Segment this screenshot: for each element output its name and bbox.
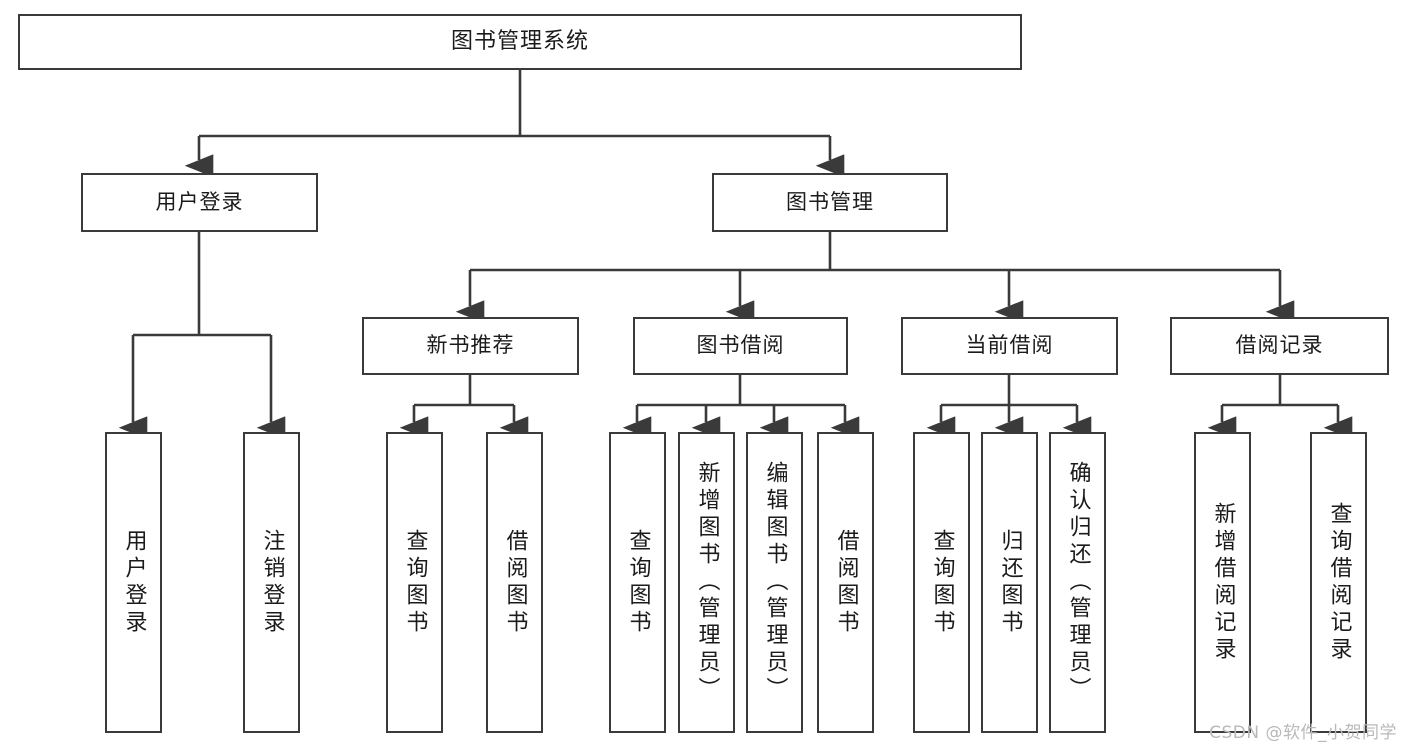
leaf-query-borrow-record-label: 查询借阅记录 (1326, 501, 1352, 664)
leaf-user-login-label: 用户登录 (121, 528, 147, 637)
leaf-borrow-book-recommend-label: 借阅图书 (502, 528, 528, 637)
node-book-borrow-label: 图书借阅 (696, 333, 785, 358)
node-user-login-label: 用户登录 (155, 189, 244, 214)
leaf-query-borrow-record[interactable]: 查询借阅记录 (1310, 432, 1367, 733)
leaf-logout-label: 注销登录 (259, 528, 285, 637)
leaf-return-book[interactable]: 归还图书 (981, 432, 1038, 733)
leaf-confirm-return-admin-label: 确认归还（管理员） (1065, 461, 1091, 704)
node-new-book-recommend-label: 新书推荐 (426, 333, 515, 358)
leaf-borrow-book-label: 借阅图书 (833, 528, 859, 637)
leaf-confirm-return-admin[interactable]: 确认归还（管理员） (1049, 432, 1106, 733)
leaf-return-book-label: 归还图书 (997, 528, 1023, 637)
leaf-borrow-book-recommend[interactable]: 借阅图书 (486, 432, 543, 733)
leaf-logout[interactable]: 注销登录 (243, 432, 300, 733)
node-book-management-label: 图书管理 (786, 189, 874, 214)
node-book-management[interactable]: 图书管理 (712, 173, 948, 232)
node-new-book-recommend[interactable]: 新书推荐 (362, 317, 579, 375)
leaf-query-book-borrow-label: 查询图书 (625, 528, 651, 637)
leaf-user-login[interactable]: 用户登录 (105, 432, 162, 733)
node-root-label: 图书管理系统 (450, 28, 589, 54)
leaf-add-book-admin[interactable]: 新增图书（管理员） (678, 432, 735, 733)
node-user-login[interactable]: 用户登录 (81, 173, 318, 232)
leaf-query-book-recommend-label: 查询图书 (402, 528, 428, 637)
node-book-borrow[interactable]: 图书借阅 (633, 317, 848, 375)
node-current-borrow[interactable]: 当前借阅 (901, 317, 1118, 375)
leaf-add-borrow-record[interactable]: 新增借阅记录 (1194, 432, 1251, 733)
leaf-edit-book-admin-label: 编辑图书（管理员） (762, 461, 788, 704)
leaf-query-book-current[interactable]: 查询图书 (913, 432, 970, 733)
leaf-edit-book-admin[interactable]: 编辑图书（管理员） (746, 432, 803, 733)
node-borrow-record-label: 借阅记录 (1235, 333, 1324, 358)
leaf-borrow-book[interactable]: 借阅图书 (817, 432, 874, 733)
node-root[interactable]: 图书管理系统 (18, 14, 1022, 70)
node-borrow-record[interactable]: 借阅记录 (1170, 317, 1389, 375)
node-current-borrow-label: 当前借阅 (965, 333, 1054, 358)
leaf-query-book-borrow[interactable]: 查询图书 (609, 432, 666, 733)
leaf-query-book-recommend[interactable]: 查询图书 (386, 432, 443, 733)
leaf-add-book-admin-label: 新增图书（管理员） (694, 461, 720, 704)
leaf-query-book-current-label: 查询图书 (929, 528, 955, 637)
leaf-add-borrow-record-label: 新增借阅记录 (1210, 501, 1236, 664)
